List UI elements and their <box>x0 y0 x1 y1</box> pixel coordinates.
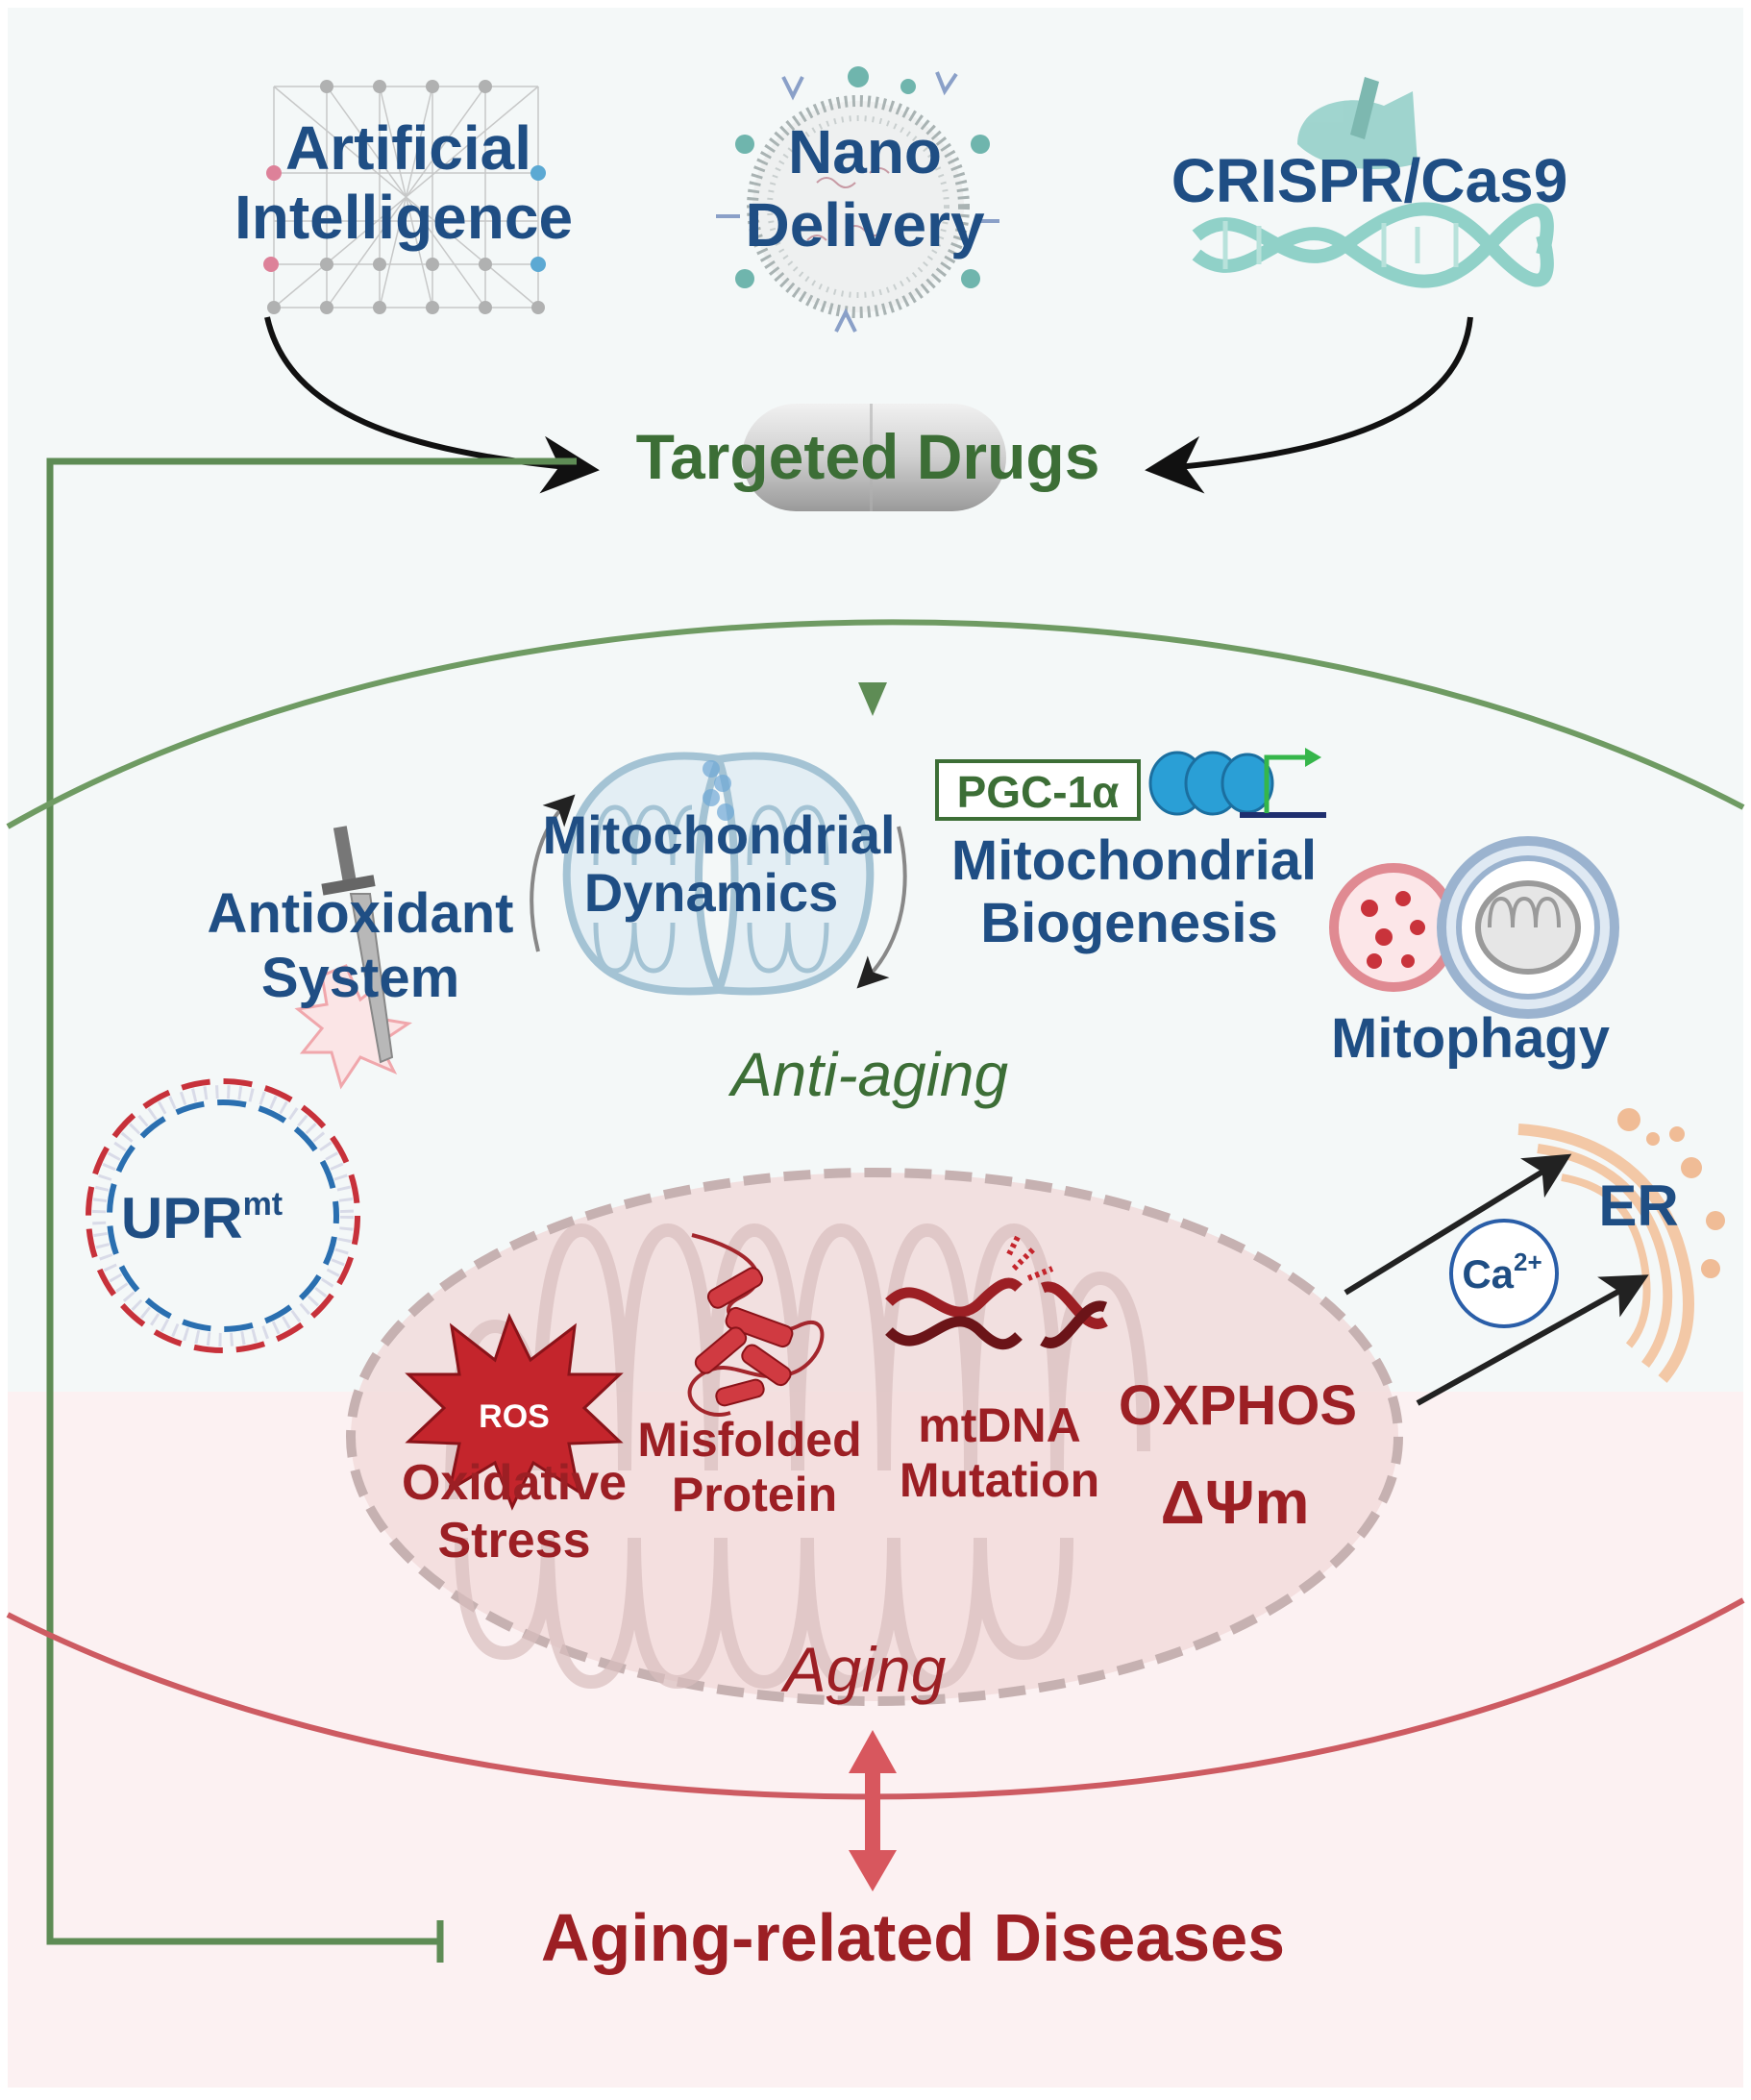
anti-aging-boundary <box>6 619 1745 829</box>
oxidative-label-line1: Oxidative <box>402 1455 627 1511</box>
pgc-box <box>935 759 1141 821</box>
oxidative-label-line2: Stress <box>438 1513 591 1569</box>
mtdna-label-line1: mtDNA <box>918 1398 1080 1452</box>
upr-label: UPRmt <box>121 1186 283 1250</box>
crispr-label: CRISPR/Cas9 <box>1171 146 1568 215</box>
pill-icon <box>742 404 1006 511</box>
pgc-label: PGC-1α <box>957 767 1120 817</box>
ros-burst-icon <box>405 1313 624 1511</box>
drugs-down-arrow-head <box>858 682 887 716</box>
mtdna-label-line2: Mutation <box>900 1453 1099 1507</box>
nano-label-line1: Nano <box>788 117 942 186</box>
mito-to-er-arrow-upper <box>1344 1153 1572 1296</box>
misfolded-label-line1: Misfolded <box>637 1413 861 1467</box>
dagger-icon <box>294 826 412 1090</box>
ai-label-line1: Artificial <box>285 113 531 183</box>
inhibition-line <box>46 457 577 1945</box>
targeted-drugs-label: Targeted Drugs <box>636 421 1100 492</box>
mtdna-break-icon <box>885 1233 1108 1350</box>
calcium-label: Ca2+ <box>1462 1248 1541 1297</box>
aging-label: Aging <box>780 1634 947 1705</box>
crispr-to-drugs-arrow <box>1145 316 1473 494</box>
delta-psi-label: ΔΨm <box>1161 1468 1310 1537</box>
biogenesis-label-line1: Mitochondrial <box>951 829 1317 892</box>
ros-label: ROS <box>479 1398 550 1435</box>
circular-dna-icon <box>86 1078 360 1353</box>
oxphos-label: OXPHOS <box>1119 1374 1357 1437</box>
misfolded-label-line2: Protein <box>672 1468 837 1521</box>
calcium-circle <box>1449 1219 1559 1328</box>
antioxidant-label-line1: Antioxidant <box>208 882 514 945</box>
dna-crispr-icon <box>1192 77 1554 288</box>
nanoparticle-icon <box>716 66 999 333</box>
er-icon <box>1517 1108 1725 1383</box>
nano-label-line2: Delivery <box>745 190 984 259</box>
diseases-label: Aging-related Diseases <box>541 1900 1285 1975</box>
er-label: ER <box>1598 1174 1678 1238</box>
mitophagy-icon <box>1329 836 1619 1019</box>
anti-aging-label: Anti-aging <box>728 1040 1009 1109</box>
aging-disease-double-arrow <box>849 1730 897 1891</box>
misfolded-protein-icon <box>687 1233 825 1417</box>
damaged-mitochondrion <box>346 1168 1403 1706</box>
mito-to-er-arrow-lower <box>1416 1274 1649 1406</box>
chromatin-icon <box>1148 748 1326 818</box>
biogenesis-label-line2: Biogenesis <box>980 892 1277 954</box>
mitophagy-label: Mitophagy <box>1331 1007 1610 1070</box>
antioxidant-label-line2: System <box>261 947 459 1009</box>
neural-network-icon <box>263 80 546 314</box>
dynamics-label-line2: Dynamics <box>584 862 839 923</box>
dynamics-label-line1: Mitochondrial <box>542 804 895 865</box>
mitochondrial-dynamics-icon <box>530 752 907 996</box>
ai-label-line2: Intelligence <box>234 183 573 252</box>
